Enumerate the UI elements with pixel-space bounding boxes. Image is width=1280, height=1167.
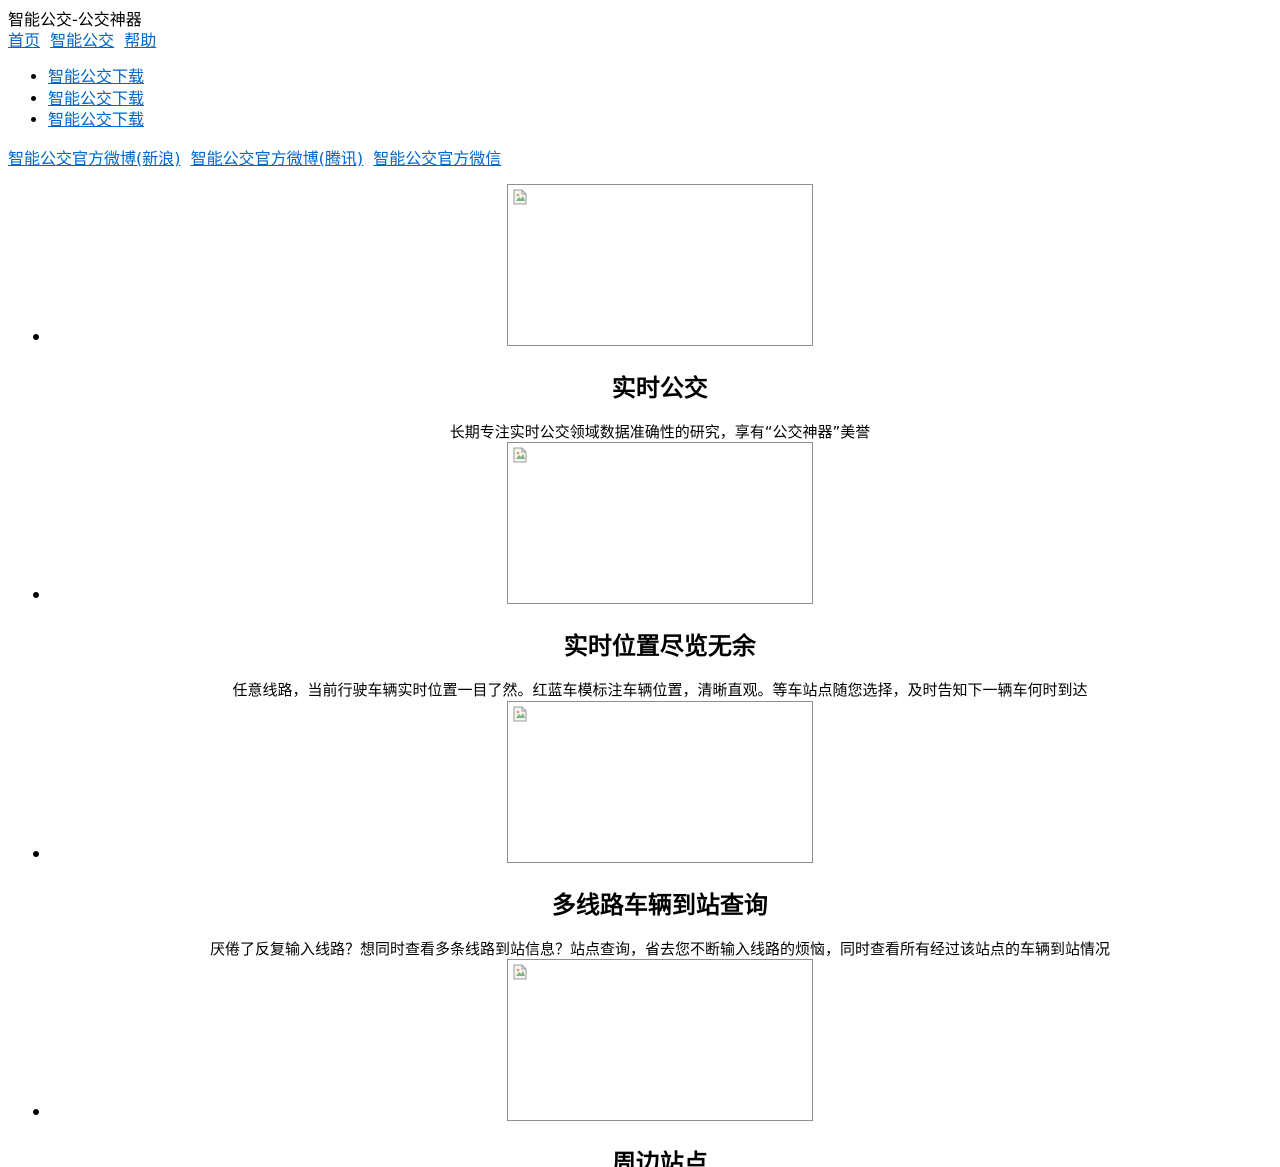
feature-description: 任意线路，当前行驶车辆实时位置一目了然。红蓝车模标注车辆位置，清晰直观。等车站点… [232, 681, 1088, 699]
feature-image [507, 701, 813, 863]
broken-image-icon [513, 964, 527, 985]
download-link[interactable]: 智能公交下载 [48, 88, 145, 108]
feature-title: 实时公交 [612, 374, 708, 402]
weibo-tencent-link[interactable]: 智能公交官方微博(腾讯) [190, 149, 364, 168]
feature-item: 实时公交 长期专注实时公交领域数据准确性的研究，享有“公交神器”美誉 [0, 184, 1280, 442]
weibo-sina-link[interactable]: 智能公交官方微博(新浪) [8, 149, 181, 168]
feature-item: 实时位置尽览无余 任意线路，当前行驶车辆实时位置一目了然。红蓝车模标注车辆位置，… [0, 442, 1280, 700]
download-list-item: 智能公交下载 [48, 109, 144, 131]
list-bullet [33, 851, 39, 857]
feature-title: 周边站点 [612, 1149, 708, 1167]
wechat-link[interactable]: 智能公交官方微信 [373, 149, 502, 168]
download-list: 智能公交下载 智能公交下载 智能公交下载 [0, 66, 144, 131]
download-list-item: 智能公交下载 [48, 66, 144, 88]
broken-image-icon [513, 189, 527, 210]
broken-image-icon [513, 447, 527, 468]
broken-image-icon [513, 706, 527, 727]
list-bullet [33, 334, 39, 340]
feature-title: 实时位置尽览无余 [564, 632, 756, 660]
list-bullet [33, 1109, 39, 1115]
download-link[interactable]: 智能公交下载 [48, 110, 145, 129]
feature-item: 多线路车辆到站查询 厌倦了反复输入线路？想同时查看多条线路到站信息？站点查询，省… [0, 701, 1280, 959]
nav-smart-bus-link[interactable]: 智能公交 [50, 31, 115, 50]
feature-description: 长期专注实时公交领域数据准确性的研究，享有“公交神器”美誉 [449, 423, 871, 441]
feature-image [507, 959, 813, 1121]
feature-title: 多线路车辆到站查询 [552, 891, 768, 919]
top-nav: 首页 智能公交 帮助 [8, 30, 156, 51]
download-list-item: 智能公交下载 [48, 88, 144, 110]
list-bullet [33, 592, 39, 598]
feature-image [507, 184, 813, 346]
social-links: 智能公交官方微博(新浪) 智能公交官方微博(腾讯) 智能公交官方微信 [8, 148, 501, 169]
feature-item: 周边站点 [0, 959, 1280, 1167]
nav-home-link[interactable]: 首页 [8, 31, 41, 50]
nav-help-link[interactable]: 帮助 [124, 31, 157, 50]
download-link[interactable]: 智能公交下载 [48, 67, 145, 86]
site-title: 智能公交-公交神器 [8, 10, 142, 29]
feature-description: 厌倦了反复输入线路？想同时查看多条线路到站信息？站点查询，省去您不断输入线路的烦… [209, 940, 1110, 958]
feature-image [507, 442, 813, 604]
